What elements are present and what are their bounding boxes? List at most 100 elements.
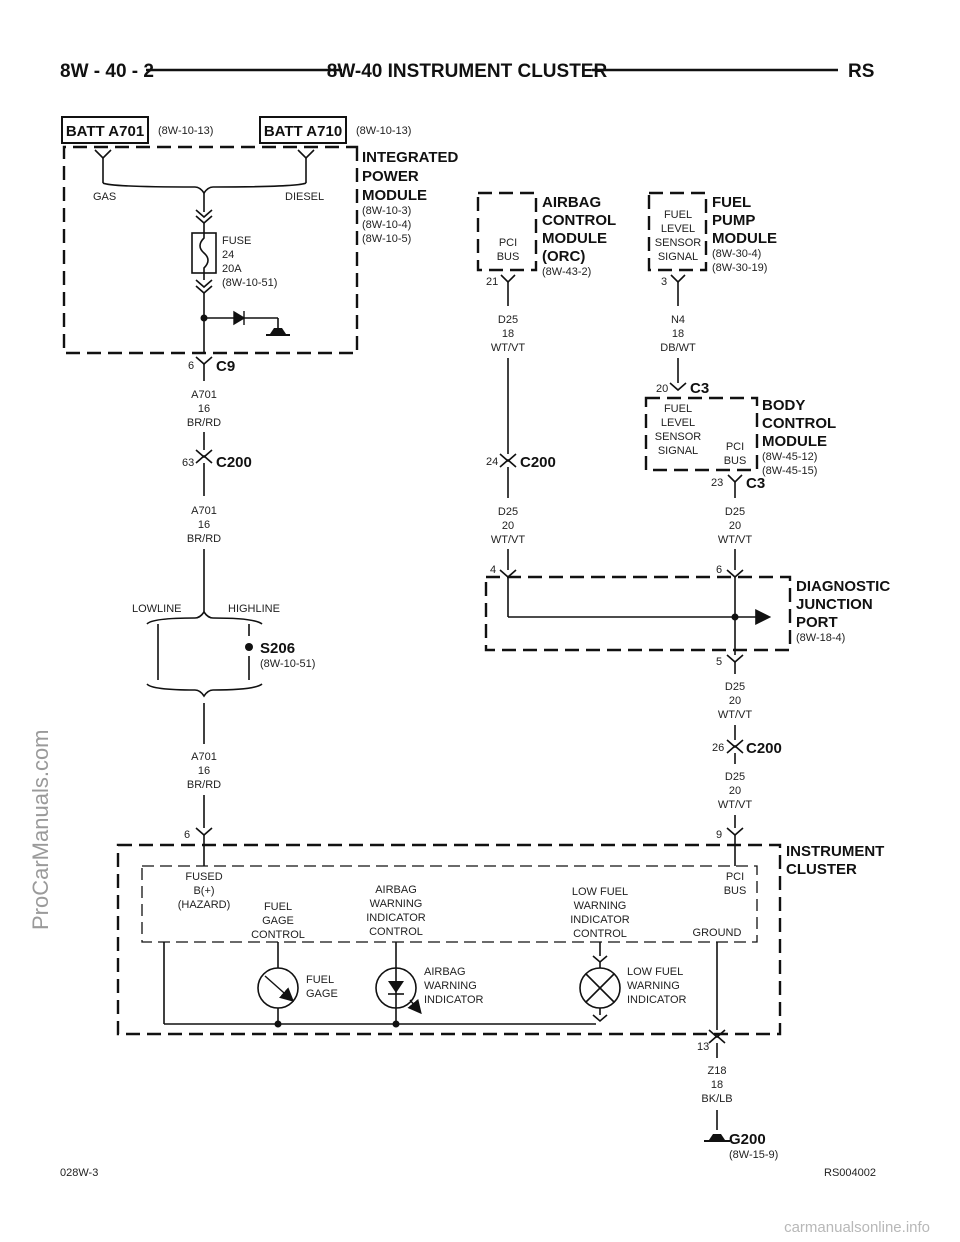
svg-text:PUMP: PUMP <box>712 212 755 229</box>
svg-text:BUS: BUS <box>497 251 520 263</box>
svg-text:CONTROL: CONTROL <box>369 926 423 938</box>
svg-text:MODULE: MODULE <box>362 187 427 204</box>
orc-pci-label: PCI <box>499 237 517 249</box>
s206-splice-dot <box>245 643 253 651</box>
svg-text:AIRBAG: AIRBAG <box>424 966 466 978</box>
svg-text:FUEL: FUEL <box>712 194 751 211</box>
svg-text:LOW FUEL: LOW FUEL <box>627 966 683 978</box>
wire-d25-18-label: D25 18 WT/VT <box>491 314 525 354</box>
bottom-watermark: carmanualsonline.info <box>784 1219 930 1236</box>
svg-text:BR/RD: BR/RD <box>187 417 221 429</box>
svg-text:(8W-10-5): (8W-10-5) <box>362 233 411 245</box>
wire-a701-label-3: A701 16 BR/RD <box>187 751 221 791</box>
svg-text:LOW FUEL: LOW FUEL <box>572 886 628 898</box>
svg-text:D25: D25 <box>725 681 745 693</box>
svg-text:18: 18 <box>502 328 514 340</box>
svg-text:BODY: BODY <box>762 397 805 414</box>
c200-a-pin: 63 <box>182 457 194 469</box>
page-number: 8W - 40 - 2 <box>60 61 154 82</box>
fuel-pump-module-outline <box>647 191 708 272</box>
low-fuel-warning-control-label: LOW FUEL WARNING INDICATOR CONTROL <box>570 886 630 940</box>
bcm-c3-top-label: C3 <box>690 380 709 397</box>
svg-text:INSTRUMENT: INSTRUMENT <box>786 843 884 860</box>
svg-text:(8W-10-4): (8W-10-4) <box>362 219 411 231</box>
djp-splice-dot <box>731 613 739 621</box>
bcm-pci-label: PCI <box>726 441 744 453</box>
g200-label: G200 <box>729 1131 766 1148</box>
c200-c-pin: 26 <box>712 742 724 754</box>
svg-text:CONTROL: CONTROL <box>573 928 627 940</box>
wire-z18-label: Z18 18 BK/LB <box>701 1065 732 1105</box>
c200-b-pin: 24 <box>486 456 498 468</box>
bcm-c3-bottom-connector-icon <box>727 474 743 484</box>
svg-text:FUEL: FUEL <box>306 974 334 986</box>
footer-right-code: RS004002 <box>824 1167 876 1179</box>
svg-text:FUSED: FUSED <box>185 871 222 883</box>
bcm-outline <box>644 396 759 472</box>
c200-connector-icon <box>195 449 213 464</box>
svg-text:LEVEL: LEVEL <box>661 417 695 429</box>
s206-ref: (8W-10-51) <box>260 658 315 670</box>
fuel-pump-pin: 3 <box>661 276 667 288</box>
wire-a701-label-1: A701 16 BR/RD <box>187 389 221 429</box>
svg-text:FUEL: FUEL <box>664 403 692 415</box>
ground-icon <box>270 328 286 334</box>
fuel-gage-control-label: FUEL GAGE CONTROL <box>251 901 305 941</box>
svg-text:20: 20 <box>729 520 741 532</box>
bcm-title: BODY CONTROL MODULE (8W-45-12) (8W-45-15… <box>762 397 836 477</box>
svg-text:INDICATOR: INDICATOR <box>627 994 687 1006</box>
svg-text:WARNING: WARNING <box>370 898 423 910</box>
orc-connector-icon <box>500 274 516 284</box>
svg-text:GAGE: GAGE <box>306 988 338 1000</box>
c9-label: C9 <box>216 358 235 375</box>
svg-text:WARNING: WARNING <box>627 980 680 992</box>
svg-text:18: 18 <box>711 1079 723 1091</box>
c9-pin: 6 <box>188 360 194 372</box>
diode-icon <box>233 310 246 326</box>
svg-text:(8W-30-4): (8W-30-4) <box>712 248 761 260</box>
batt-a701-box <box>61 116 149 144</box>
svg-text:(8W-30-19): (8W-30-19) <box>712 262 767 274</box>
svg-text:(ORC): (ORC) <box>542 248 585 265</box>
batt-a701-label: BATT A701 <box>66 123 144 140</box>
svg-text:MODULE: MODULE <box>712 230 777 247</box>
cluster-pci-label: PCI <box>726 871 744 883</box>
svg-text:JUNCTION: JUNCTION <box>796 596 873 613</box>
gas-label: GAS <box>93 191 116 203</box>
fuel-gage-label: FUEL GAGE <box>306 974 338 1000</box>
djp-pin-left: 4 <box>490 564 496 576</box>
svg-text:20: 20 <box>729 695 741 707</box>
svg-text:B(+): B(+) <box>193 885 214 897</box>
svg-text:WT/VT: WT/VT <box>718 799 752 811</box>
airbag-module-title: AIRBAG CONTROL MODULE (ORC) (8W-43-2) <box>542 194 616 278</box>
wire-d25-20-label-4: D25 20 WT/VT <box>718 771 752 811</box>
svg-text:(8W-45-15): (8W-45-15) <box>762 465 817 477</box>
svg-text:PORT: PORT <box>796 614 838 631</box>
svg-text:INDICATOR: INDICATOR <box>366 912 426 924</box>
lowline-label: LOWLINE <box>132 603 182 615</box>
wire-d25-20-label-2: D25 20 WT/VT <box>718 506 752 546</box>
wire-d25-20-label-3: D25 20 WT/VT <box>718 681 752 721</box>
fuse-out-connector <box>195 279 213 295</box>
djp-outline <box>484 575 792 652</box>
diesel-label: DIESEL <box>285 191 324 203</box>
svg-text:16: 16 <box>198 519 210 531</box>
lowline-highline-bracket-top <box>146 610 263 625</box>
svg-text:A701: A701 <box>191 505 217 517</box>
c200-c-label: C200 <box>746 740 782 757</box>
s206-label: S206 <box>260 640 295 657</box>
svg-text:MODULE: MODULE <box>762 433 827 450</box>
airbag-warning-control-label: AIRBAG WARNING INDICATOR CONTROL <box>366 884 426 938</box>
svg-text:GAGE: GAGE <box>262 915 294 927</box>
djp-pin-right: 6 <box>716 564 722 576</box>
svg-text:MODULE: MODULE <box>542 230 607 247</box>
footer-left-code: 028W-3 <box>60 1167 98 1179</box>
orc-pin: 21 <box>486 276 498 288</box>
batt-a710-label: BATT A710 <box>264 123 342 140</box>
cluster-title: INSTRUMENT CLUSTER <box>786 843 884 878</box>
batt-a701-ref: (8W-10-13) <box>158 125 213 137</box>
svg-text:A701: A701 <box>191 389 217 401</box>
svg-text:D25: D25 <box>498 506 518 518</box>
svg-text:BUS: BUS <box>724 455 747 467</box>
